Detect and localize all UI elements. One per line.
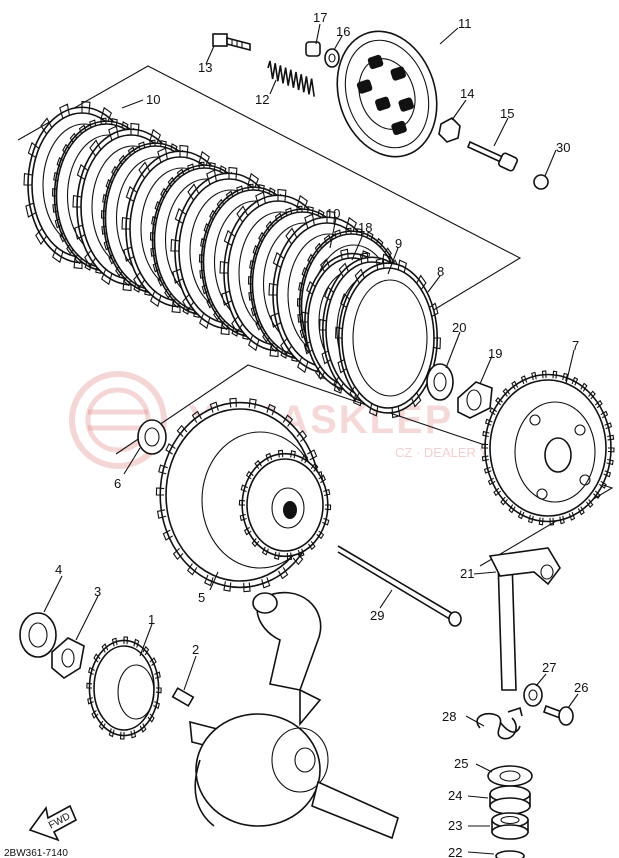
push-rod-29-icon [337,545,462,627]
fwd-arrow-icon: FWD [28,804,78,842]
clutch-boss [155,397,332,593]
gear-1-teeth [86,636,162,740]
label-1: 1 [148,612,155,627]
spring-coils [267,60,315,97]
clutch-plate-stack [23,100,441,419]
label-9: 9 [395,236,402,251]
label-26: 26 [574,680,588,695]
label-21: 21 [460,566,474,581]
label-27: 27 [542,660,556,675]
lock-washer-19-icon [457,381,493,419]
label-8: 8 [437,264,444,279]
nut-6-icon [137,419,167,455]
label-14: 14 [460,86,474,101]
label-25: 25 [454,756,468,771]
label-4: 4 [55,562,62,577]
label-2: 2 [192,642,199,657]
drive-gear-5-teeth [238,449,332,561]
primary-drive-gear [86,636,162,740]
oil-seal-25-icon [487,765,533,787]
label-15: 15 [500,106,514,121]
leader-lines [43,23,579,855]
watermark-dealer-line: CZ · DEALER YA [395,445,496,460]
crankshaft [189,591,399,840]
ball-30-icon [533,174,549,190]
label-17: 17 [313,10,327,25]
washer-16-icon [324,48,340,68]
return-spring-28-icon [476,706,523,740]
label-11: 11 [458,16,472,31]
bolt-26-icon [542,704,574,726]
friction-plate-8 [335,257,441,419]
gear-7-teeth [481,370,615,526]
diagram-code: 2BW361-7140 [4,848,68,858]
push-rod-15-icon [466,140,519,172]
label-20: 20 [452,320,466,335]
label-7: 7 [572,338,579,353]
label-28: 28 [442,709,456,724]
nut-4-icon [19,612,57,658]
nut-17-icon [305,41,321,57]
label-29: 29 [370,608,384,623]
label-23: 23 [448,818,462,833]
friction-plate-8-body [341,267,435,409]
washer-16-hole [328,53,336,63]
bearing-20-icon [426,363,454,401]
part-labels: 10 11 12 13 14 15 16 17 30 10 18 9 8 20 … [55,10,588,858]
label-10-top: 10 [146,92,160,107]
pressure-plate [336,30,438,158]
label-5: 5 [198,590,205,605]
push-lever-axle-21-icon [488,547,561,691]
clutch-spring-icon [267,60,315,97]
key-2-icon [171,687,195,707]
lock-washer-3-icon [51,637,85,679]
primary-gear-frame [115,364,614,567]
bolt-13-icon [212,33,251,52]
label-19: 19 [488,346,502,361]
label-12: 12 [255,92,269,107]
washer-27-icon [523,683,543,707]
label-13: 13 [198,60,212,75]
label-6: 6 [114,476,121,491]
label-3: 3 [94,584,101,599]
bushing-24-icon [489,785,531,815]
label-22: 22 [448,845,462,858]
label-16: 16 [336,24,350,39]
circlip-22-icon [495,850,525,858]
friction-plate-8-inner [352,279,428,397]
label-30: 30 [556,140,570,155]
clutch-plate-frame [17,65,522,336]
locknut-14-icon [438,117,461,143]
label-24: 24 [448,788,462,803]
label-18: 18 [358,220,372,235]
bearing-23-icon [491,812,529,840]
primary-driven-gear [481,370,615,526]
label-10-stack: 10 [326,206,340,221]
